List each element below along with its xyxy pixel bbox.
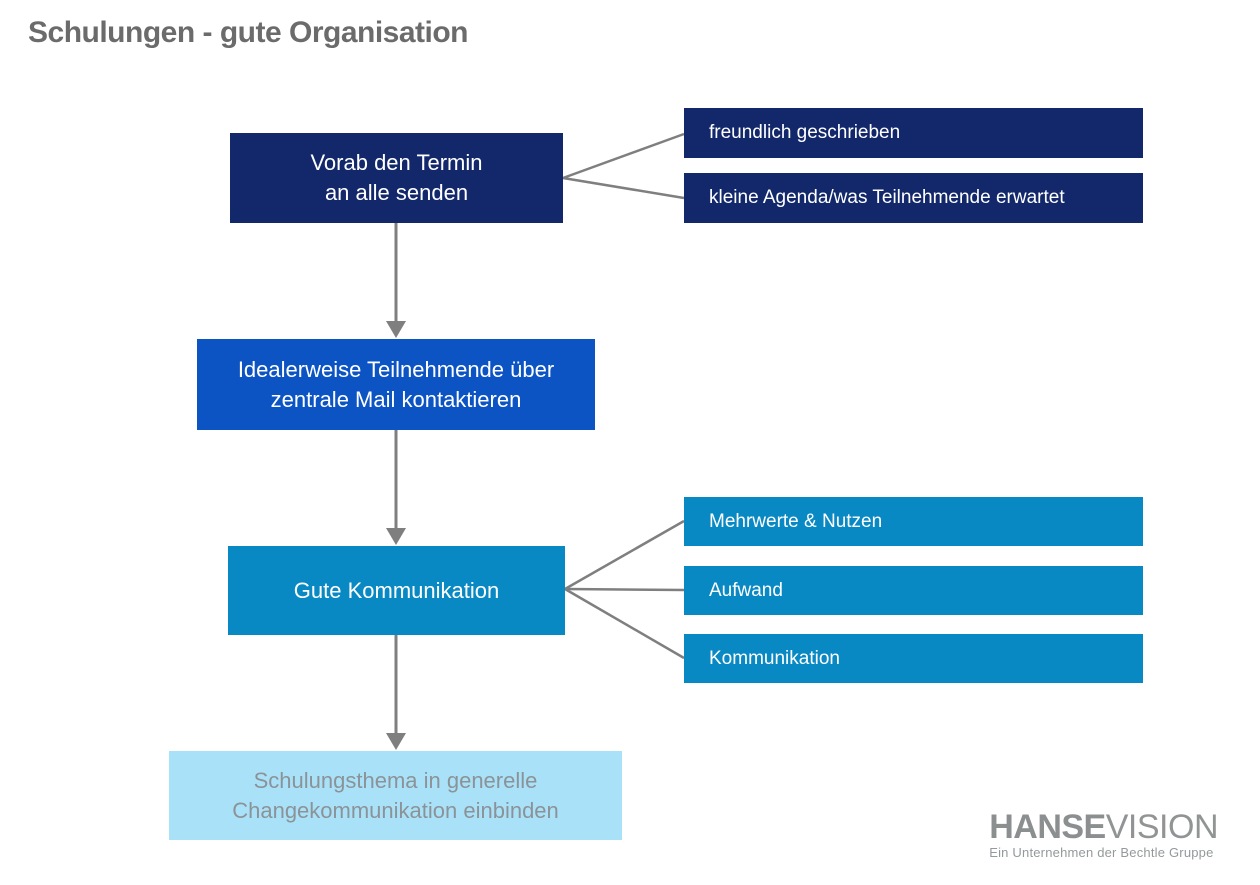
branch-aufwand: Aufwand: [684, 566, 1143, 615]
hansevision-wordmark: HANSEVISION: [989, 810, 1218, 844]
flow-node-label-line: Changekommunikation einbinden: [232, 797, 559, 823]
branch-label: Kommunikation: [709, 647, 840, 669]
branch-label: Mehrwerte & Nutzen: [709, 510, 883, 532]
logo-text-vision: VISION: [1105, 808, 1219, 846]
connector-node1-branch2: [562, 176, 685, 200]
flow-node-label-line: Vorab den Termin: [310, 150, 483, 175]
flow-node-label-line: zentrale Mail kontaktieren: [270, 386, 522, 412]
branch-label: Aufwand: [709, 579, 783, 601]
arrow-head-node3-node4: [386, 733, 406, 750]
branch-freundlich-geschrieben: freundlich geschrieben: [684, 108, 1143, 158]
flow-node-termin-senden: Vorab den Termin an alle senden: [230, 133, 563, 223]
arrow-head-node2-node3: [386, 528, 406, 545]
flow-node-gute-kommunikation: Gute Kommunikation: [228, 546, 565, 635]
branch-mehrwerte-nutzen: Mehrwerte & Nutzen: [684, 497, 1143, 546]
hansevision-logo: HANSEVISION Ein Unternehmen der Bechtle …: [989, 810, 1218, 860]
logo-subtitle: Ein Unternehmen der Bechtle Gruppe: [989, 845, 1214, 860]
flow-node-label-line: Gute Kommunikation: [293, 577, 500, 603]
flow-node-label-line: Idealerweise Teilnehmende über: [237, 356, 555, 382]
branch-label: kleine Agenda/was Teilnehmende erwartet: [709, 187, 1065, 208]
connector-node3-branch3: [564, 587, 685, 660]
connector-node1-branch1: [562, 132, 685, 180]
flow-node-label-line: Schulungsthema in generelle: [253, 767, 538, 793]
flow-node-changekommunikation: Schulungsthema in generelle Changekommun…: [169, 751, 622, 840]
arrow-head-node1-node2: [386, 321, 406, 338]
logo-text-hanse: HANSE: [989, 808, 1106, 846]
branch-kleine-agenda: kleine Agenda/was Teilnehmende erwartet: [684, 173, 1143, 223]
connector-node3-branch2: [564, 587, 685, 592]
flow-node-zentrale-mail: Idealerweise Teilnehmende über zentrale …: [197, 339, 595, 430]
branch-label: freundlich geschrieben: [709, 122, 901, 143]
page-title: Schulungen - gute Organisation: [28, 16, 469, 49]
branch-kommunikation: Kommunikation: [684, 634, 1143, 683]
flow-node-label-line: an alle senden: [324, 180, 469, 205]
connector-node3-branch1: [564, 519, 685, 591]
